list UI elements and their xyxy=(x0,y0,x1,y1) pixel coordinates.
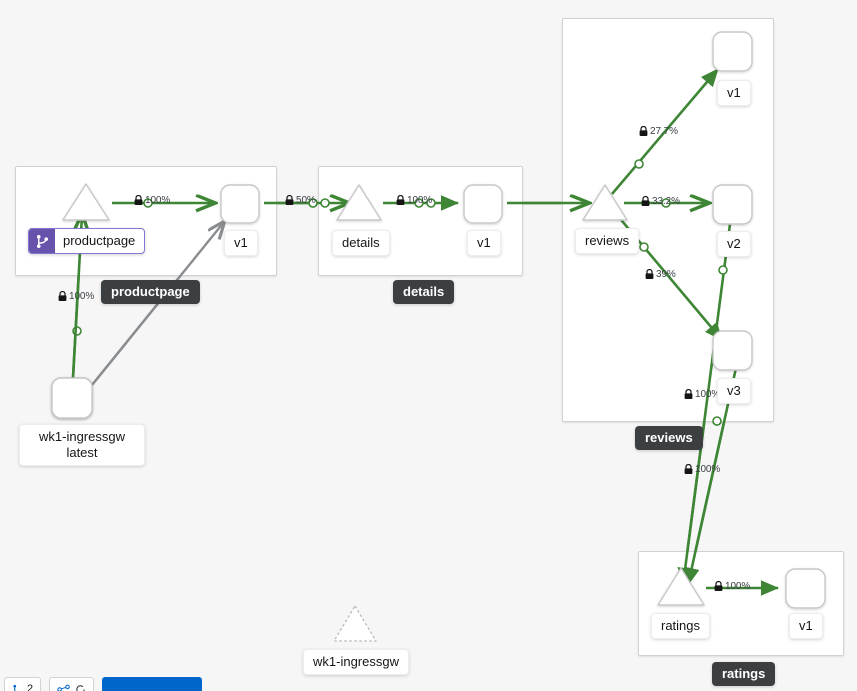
lock-icon xyxy=(134,195,143,205)
group-label-ratings[interactable]: ratings xyxy=(712,662,776,686)
edge-traffic-percent: 100% xyxy=(407,195,433,206)
node-label-reviews-v1[interactable]: v1 xyxy=(717,80,751,106)
bottom-toolbar[interactable]: 2 xyxy=(0,677,203,691)
legend-count-chip[interactable]: 2 xyxy=(4,677,42,691)
node-label-text: v3 xyxy=(727,383,741,398)
edge-traffic-percent: 100% xyxy=(725,581,751,592)
edge-label-ingressgw-to-productpage: 100% xyxy=(58,291,94,302)
edge-traffic-percent: 39% xyxy=(656,269,676,280)
lock-icon xyxy=(684,389,693,399)
node-label-reviews-service[interactable]: reviews xyxy=(575,228,640,254)
node-label-idle-ingressgw[interactable]: wk1-ingressgw xyxy=(303,649,409,675)
group-label-text: reviews xyxy=(645,430,693,445)
node-ingressgw[interactable] xyxy=(51,377,93,419)
group-box-reviews[interactable] xyxy=(562,18,774,422)
node-label-text: details xyxy=(342,235,380,250)
node-idle-ingressgw-service[interactable] xyxy=(333,605,377,642)
lock-icon xyxy=(684,464,693,474)
node-label-details-v1[interactable]: v1 xyxy=(467,230,501,256)
edge-traffic-percent: 27.7% xyxy=(650,126,678,137)
lock-icon xyxy=(645,269,654,279)
graph-icon xyxy=(57,684,70,691)
node-label-ratings-service[interactable]: ratings xyxy=(651,613,711,639)
edge-label-v2-to-ratings: 100% xyxy=(684,464,720,475)
legend-count-text: 2 xyxy=(27,683,34,691)
lock-icon xyxy=(285,195,294,205)
node-label-ingressgw[interactable]: wk1-ingressgw latest xyxy=(19,424,145,466)
lock-icon xyxy=(396,195,405,205)
group-box-ratings[interactable] xyxy=(638,551,844,656)
edge-label-reviews-to-v2: 33.2% xyxy=(641,196,680,207)
edge-traffic-percent: 100% xyxy=(145,195,171,206)
node-label-productpage-service[interactable]: productpage xyxy=(28,228,146,254)
node-label-text: v2 xyxy=(727,236,741,251)
node-label-productpage-v1[interactable]: v1 xyxy=(224,230,258,256)
group-label-text: productpage xyxy=(111,284,190,299)
node-label-reviews-v2[interactable]: v2 xyxy=(717,231,751,257)
edge-label-v3-ratings-upper: 100% xyxy=(684,389,720,400)
refresh-icon xyxy=(76,684,85,691)
node-label-text-line1: wk1-ingressgw xyxy=(39,429,125,444)
group-box-productpage[interactable] xyxy=(15,166,277,276)
lock-icon xyxy=(58,291,67,301)
edge-traffic-percent: 100% xyxy=(695,464,721,475)
branch-icon xyxy=(13,684,17,691)
edge-label-ratings-to-v1: 100% xyxy=(714,581,750,592)
edge-label-reviews-to-v3: 39% xyxy=(645,269,676,280)
group-label-productpage[interactable]: productpage xyxy=(101,280,200,304)
group-label-text: details xyxy=(403,284,445,299)
primary-action-button[interactable] xyxy=(102,677,203,691)
group-box-details[interactable] xyxy=(318,166,523,276)
edge-traffic-percent: 50% xyxy=(296,195,316,206)
group-label-details[interactable]: details xyxy=(393,280,455,304)
edge-label-v1-to-details: 50% xyxy=(285,195,316,206)
group-label-text: ratings xyxy=(722,666,766,681)
node-label-ratings-v1[interactable]: v1 xyxy=(789,613,823,639)
node-label-text: v1 xyxy=(477,235,491,250)
node-label-text: v1 xyxy=(234,235,248,250)
edge-label-reviews-to-v1: 27.7% xyxy=(639,126,678,137)
group-label-reviews[interactable]: reviews xyxy=(635,426,703,450)
node-label-text: wk1-ingressgw xyxy=(313,654,399,669)
node-label-text: ratings xyxy=(661,618,701,633)
virtual-service-icon xyxy=(29,229,55,253)
node-label-reviews-v3[interactable]: v3 xyxy=(717,378,751,404)
node-label-details-service[interactable]: details xyxy=(332,230,390,256)
node-label-text: v1 xyxy=(799,618,813,633)
edge-traffic-percent: 100% xyxy=(695,389,721,400)
edge-marker-dot xyxy=(72,326,82,336)
lock-icon xyxy=(639,126,648,136)
lock-icon xyxy=(641,196,650,206)
lock-icon xyxy=(714,581,723,591)
node-label-text: productpage xyxy=(63,233,136,248)
edge-label-productpage-to-v1: 100% xyxy=(134,195,170,206)
edge-traffic-percent: 100% xyxy=(69,291,95,302)
edge-traffic-percent: 33.2% xyxy=(652,196,680,207)
legend-toggle-chip[interactable] xyxy=(49,677,95,691)
node-label-text: reviews xyxy=(585,233,630,248)
edge-label-details-to-v1: 100% xyxy=(396,195,432,206)
node-label-text-line2: latest xyxy=(66,445,98,460)
node-label-text: v1 xyxy=(727,85,741,100)
